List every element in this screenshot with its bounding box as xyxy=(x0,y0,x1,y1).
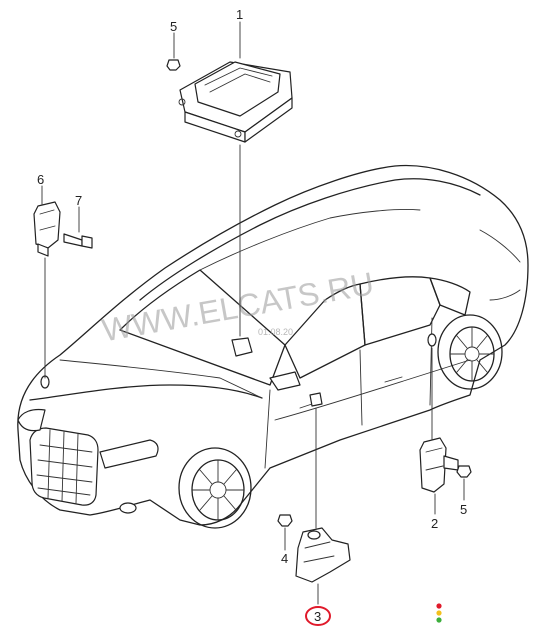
callout-7[interactable]: 7 xyxy=(75,193,82,208)
status-indicator xyxy=(436,603,442,623)
bolt-front-sensor xyxy=(63,233,93,249)
side-impact-sensor xyxy=(295,527,351,583)
callout-1[interactable]: 1 xyxy=(236,7,243,22)
callout-5-top[interactable]: 5 xyxy=(170,19,177,34)
callout-5-rear[interactable]: 5 xyxy=(460,502,467,517)
screw-rear-sensor xyxy=(456,465,472,478)
watermark-date: 01.08.20 xyxy=(258,327,293,337)
callout-2[interactable]: 2 xyxy=(431,516,438,531)
callout-3-highlight[interactable]: 3 xyxy=(305,606,331,626)
red-dot xyxy=(436,603,442,609)
leader-lines xyxy=(41,21,465,605)
callout-3[interactable]: 3 xyxy=(314,609,321,624)
rear-crash-sensor xyxy=(419,437,459,493)
screw-top xyxy=(166,59,181,71)
highlight-ring xyxy=(305,606,331,626)
airbag-control-unit xyxy=(178,61,293,143)
yellow-dot xyxy=(436,610,442,616)
screw-side-sensor xyxy=(277,514,293,527)
car-illustration xyxy=(17,164,529,529)
callout-6[interactable]: 6 xyxy=(37,172,44,187)
callout-4[interactable]: 4 xyxy=(281,551,288,566)
front-crash-sensor xyxy=(33,201,61,257)
green-dot xyxy=(436,617,442,623)
watermark-text: WWW.ELCATS.RU xyxy=(99,265,376,348)
